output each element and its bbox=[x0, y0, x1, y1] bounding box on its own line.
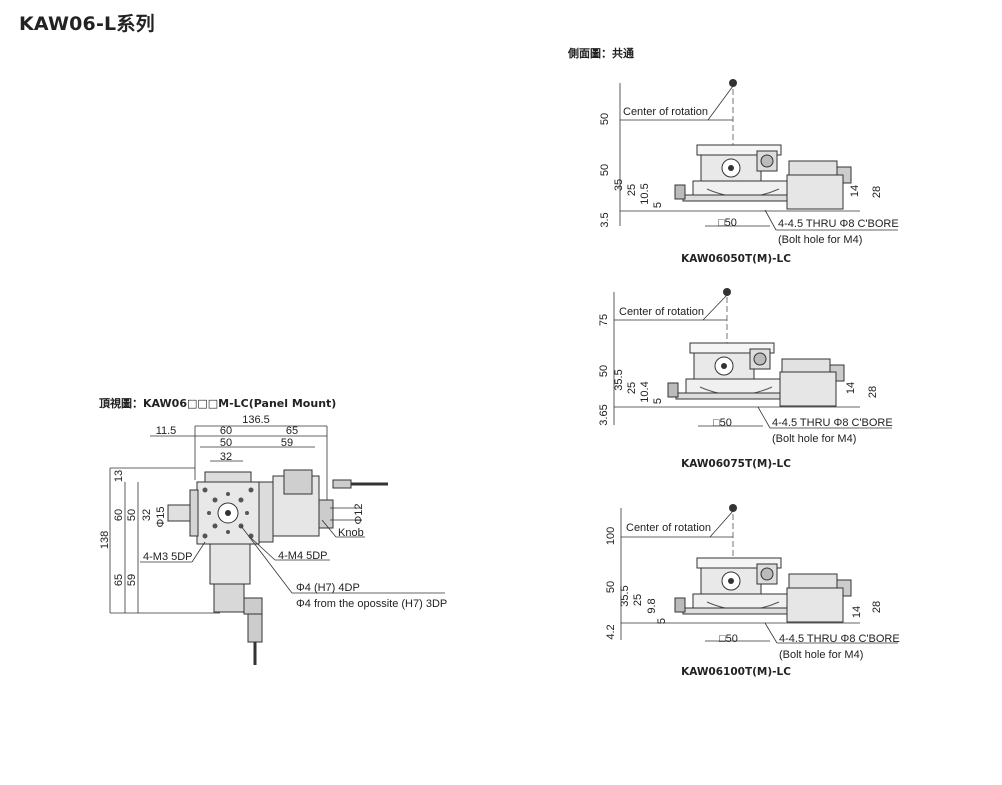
dim: 50 bbox=[605, 581, 617, 593]
dim: Φ15 bbox=[155, 506, 167, 527]
hole-note-2: Φ4 from the opossite (H7) 3DP bbox=[296, 598, 447, 610]
rotation-center-marker bbox=[729, 79, 737, 87]
bolt-note-2: (Bolt hole for M4) bbox=[772, 433, 856, 445]
square-dim: □50 bbox=[718, 217, 737, 229]
dim: 25 bbox=[626, 382, 638, 394]
dim: 65 bbox=[286, 425, 298, 437]
dim: 4.2 bbox=[605, 624, 617, 639]
bolt-note: 4-4.5 THRU Φ8 C'BORE bbox=[772, 417, 893, 429]
bolt-note: 4-4.5 THRU Φ8 C'BORE bbox=[779, 633, 900, 645]
dim: 3.65 bbox=[598, 404, 610, 425]
hole-note-1: Φ4 (H7) 4DP bbox=[296, 582, 360, 594]
dim: 50 bbox=[220, 437, 232, 449]
page-title: KAW06-L系列 bbox=[19, 13, 155, 35]
model-caption: KAW06075T(M)-LC bbox=[681, 458, 791, 470]
dim: 9.8 bbox=[646, 598, 658, 613]
m4-note: 4-M4 5DP bbox=[278, 550, 328, 562]
dim: 14 bbox=[851, 606, 863, 618]
rotation-center-marker bbox=[723, 288, 731, 296]
dim: 65 bbox=[113, 574, 125, 586]
dim: 59 bbox=[281, 437, 293, 449]
dim: 5 bbox=[652, 202, 664, 208]
knob-label: Knob bbox=[338, 527, 364, 539]
dim: 50 bbox=[126, 509, 138, 521]
dim: 25 bbox=[626, 184, 638, 196]
dim: 14 bbox=[849, 185, 861, 197]
dim: 5 bbox=[656, 618, 668, 624]
top-view: 136.5 11.5 60 65 50 59 32 13 60 50 32 Φ1… bbox=[99, 414, 447, 665]
dim: 28 bbox=[867, 386, 879, 398]
dim: 60 bbox=[220, 425, 232, 437]
side-view-1: Center of rotation 50 50 35 25 10.5 5 3.… bbox=[599, 79, 899, 265]
rotation-center-marker bbox=[729, 504, 737, 512]
model-caption: KAW06050T(M)-LC bbox=[681, 253, 791, 265]
dim: 136.5 bbox=[242, 414, 270, 426]
dim: 50 bbox=[598, 365, 610, 377]
dim: 10.5 bbox=[639, 183, 651, 204]
square-dim: □50 bbox=[713, 417, 732, 429]
dim: 138 bbox=[99, 531, 111, 549]
dim: 50 bbox=[599, 164, 611, 176]
rotation-note: Center of rotation bbox=[623, 106, 708, 118]
side-view-3: Center of rotation 100 50 35.5 25 9.8 5 … bbox=[605, 504, 900, 678]
phi12-dim: Φ12 bbox=[353, 503, 365, 524]
side-view-heading: 側面圖：共通 bbox=[568, 47, 634, 60]
dim: 28 bbox=[871, 186, 883, 198]
dim: 100 bbox=[605, 527, 617, 545]
top-view-heading: 頂視圖：KAW06□□□M-LC(Panel Mount) bbox=[99, 397, 337, 410]
dim: 59 bbox=[126, 574, 138, 586]
dim: 35.5 bbox=[613, 369, 625, 390]
dim: 35 bbox=[613, 179, 625, 191]
side-view-2: Center of rotation 75 50 35.5 25 10.4 5 … bbox=[598, 288, 893, 470]
motor-block bbox=[786, 174, 844, 210]
bolt-note: 4-4.5 THRU Φ8 C'BORE bbox=[778, 218, 899, 230]
dim: 14 bbox=[845, 382, 857, 394]
motor-block bbox=[786, 587, 844, 623]
dim: 28 bbox=[871, 601, 883, 613]
square-dim: □50 bbox=[719, 633, 738, 645]
dim: 32 bbox=[141, 509, 153, 521]
motor-block bbox=[779, 371, 837, 407]
dim: 25 bbox=[632, 594, 644, 606]
dim: 5 bbox=[652, 398, 664, 404]
dim: 50 bbox=[599, 113, 611, 125]
dim: 13 bbox=[113, 470, 125, 482]
model-caption: KAW06100T(M)-LC bbox=[681, 666, 791, 678]
dim: 11.5 bbox=[156, 425, 177, 437]
dim: 32 bbox=[220, 451, 232, 463]
bolt-note-2: (Bolt hole for M4) bbox=[779, 649, 863, 661]
dim: 35.5 bbox=[619, 585, 631, 606]
m3-note: 4-M3 5DP bbox=[143, 551, 193, 563]
dim: 60 bbox=[113, 509, 125, 521]
rotation-note: Center of rotation bbox=[626, 522, 711, 534]
rotation-note: Center of rotation bbox=[619, 306, 704, 318]
dim: 10.4 bbox=[639, 381, 651, 402]
dim: 75 bbox=[598, 314, 610, 326]
dim: 3.5 bbox=[599, 212, 611, 227]
bolt-note-2: (Bolt hole for M4) bbox=[778, 234, 862, 246]
